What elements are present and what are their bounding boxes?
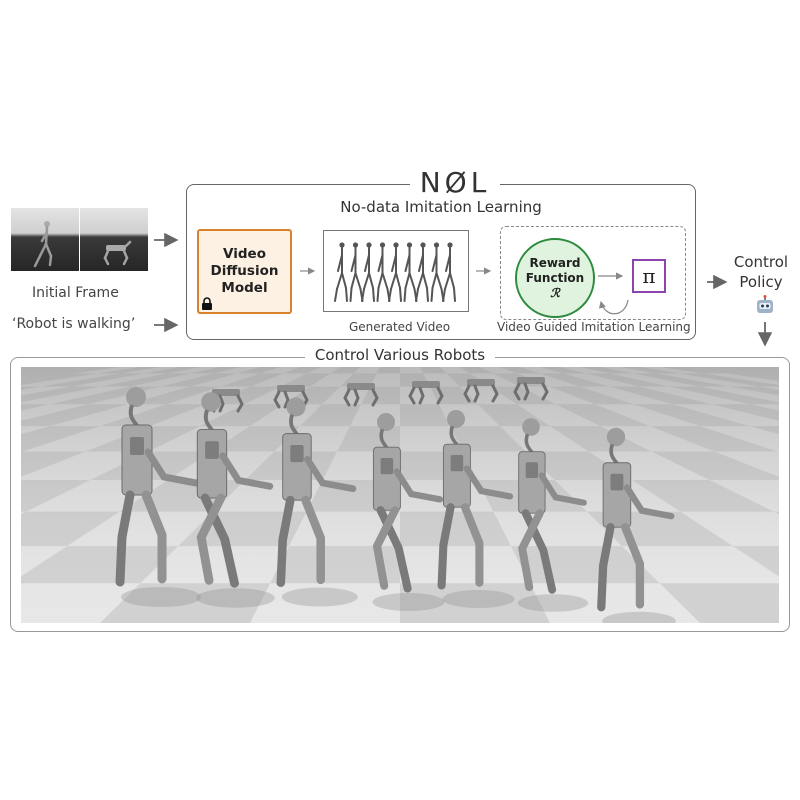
quadruped-robot xyxy=(273,385,309,409)
loop-arrow xyxy=(598,299,629,315)
initial-frame-quadruped-thumbnail xyxy=(80,208,148,271)
video-frame-figure xyxy=(376,242,391,302)
vdm-line1: Video xyxy=(223,246,266,262)
generated-video-box xyxy=(323,230,469,312)
generated-video-caption: Generated Video xyxy=(349,320,451,334)
humanoid-robot xyxy=(196,392,275,608)
video-diffusion-model-box: Video Diffusion Model xyxy=(197,229,292,314)
control-policy-line1: Control xyxy=(733,253,789,271)
nol-title: NØL xyxy=(410,166,500,200)
reward-symbol: ℛ xyxy=(550,285,560,300)
humanoid-robot xyxy=(115,387,201,607)
control-policy-label: Control Policy xyxy=(728,252,794,292)
vdm-line2: Diffusion xyxy=(210,263,279,279)
humanoid-silhouette xyxy=(33,221,53,268)
control-policy-line2: Policy xyxy=(739,273,783,291)
quadruped-silhouette xyxy=(103,240,132,266)
reward-function-circle: Reward Function ℛ xyxy=(515,238,595,318)
lock-icon xyxy=(202,297,212,310)
video-frame-figure xyxy=(361,242,375,302)
vdm-line3: Model xyxy=(221,280,268,296)
generated-video-frames xyxy=(334,242,456,302)
humanoid-robot xyxy=(517,418,589,612)
video-frame-figure xyxy=(415,242,429,302)
quadruped-robot xyxy=(513,377,549,401)
humanoid-robot xyxy=(597,427,676,623)
reward-line2: Function xyxy=(525,270,585,285)
robots-render-scene xyxy=(21,367,779,623)
video-frame-figure xyxy=(403,242,418,302)
humanoid-robot xyxy=(276,397,358,607)
video-frame-figure xyxy=(388,242,402,302)
video-frame-figure xyxy=(349,242,364,302)
vgil-caption: Video Guided Imitation Learning xyxy=(497,320,691,334)
quadruped-robot xyxy=(343,383,379,407)
video-frame-figure xyxy=(430,242,445,302)
reward-line1: Reward xyxy=(529,255,581,270)
initial-frame-label: Initial Frame xyxy=(32,285,119,301)
prompt-label: ‘Robot is walking’ xyxy=(12,316,136,332)
quadruped-robot xyxy=(408,381,444,405)
policy-pi-box: π xyxy=(632,259,666,293)
nol-subtitle: No-data Imitation Learning xyxy=(340,198,542,216)
robot-face-icon xyxy=(757,295,773,313)
robots-scene-svg xyxy=(21,367,779,623)
quadruped-robot xyxy=(463,379,499,403)
control-robots-title: Control Various Robots xyxy=(305,345,495,365)
video-frame-figure xyxy=(442,242,456,302)
vgil-dashed-box xyxy=(500,226,686,320)
video-frame-figure xyxy=(334,242,348,302)
humanoid-robot xyxy=(372,413,445,611)
initial-frame-humanoid-thumbnail xyxy=(11,208,79,271)
humanoid-robot xyxy=(437,410,515,608)
